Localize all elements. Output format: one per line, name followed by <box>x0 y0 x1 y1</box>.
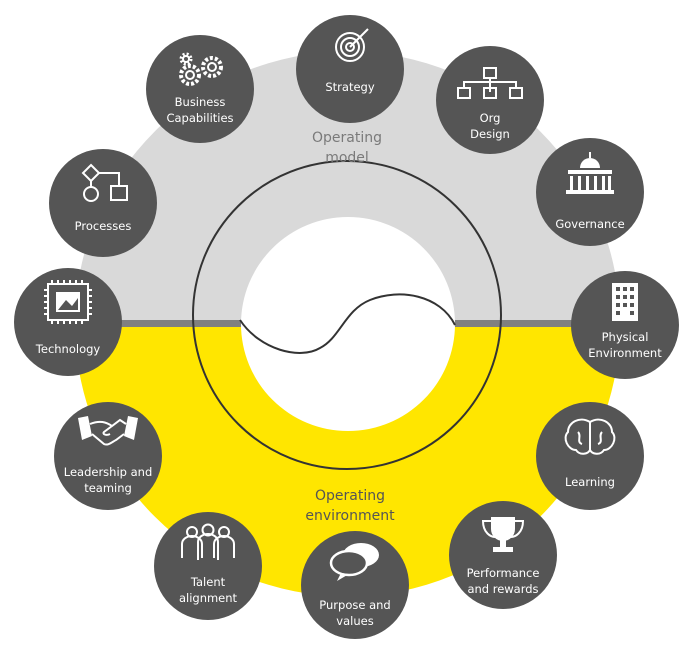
target-icon <box>335 28 369 62</box>
node-label: Physical <box>602 330 649 344</box>
node-label: alignment <box>179 591 238 605</box>
zone-top-label-2: model <box>325 150 369 166</box>
node-strategy[interactable]: Strategy <box>296 15 404 123</box>
office-building-icon <box>612 283 638 321</box>
org-chart-icon <box>457 67 523 99</box>
node-processes[interactable]: Processes <box>49 149 157 257</box>
people-icon <box>181 523 235 560</box>
node-technology[interactable]: Technology <box>14 268 122 376</box>
node-label: Technology <box>35 342 101 356</box>
node-label: Talent <box>190 575 226 589</box>
node-purpose-and-values[interactable]: Purpose and values <box>301 531 409 639</box>
node-leadership-and-teaming[interactable]: Leadership and teaming <box>54 402 162 510</box>
chip-icon <box>44 280 92 324</box>
node-business-capabilities[interactable]: Business Capabilities <box>146 35 254 143</box>
node-label: Governance <box>555 217 624 231</box>
node-learning[interactable]: Learning <box>536 402 644 510</box>
node-label: teaming <box>84 481 132 495</box>
flowchart-icon <box>81 163 128 202</box>
node-label: values <box>336 614 373 628</box>
node-label: Learning <box>565 475 615 489</box>
node-physical-environment[interactable]: Physical Environment <box>571 271 679 379</box>
node-org-design[interactable]: Org Design <box>436 46 544 154</box>
node-label: Performance <box>467 566 540 580</box>
trophy-icon <box>481 517 525 552</box>
capitol-building-icon <box>566 152 614 194</box>
node-label: and rewards <box>467 582 538 596</box>
outline-circle <box>192 160 502 470</box>
brain-icon <box>564 418 616 455</box>
handshake-icon <box>78 416 138 446</box>
wave-line <box>239 293 456 354</box>
zone-bottom-label-2: environment <box>305 508 395 524</box>
gears-icon <box>179 52 223 86</box>
node-label: Org <box>480 111 501 125</box>
divider-left <box>75 320 241 327</box>
zone-top-label-1: Operating <box>312 130 382 146</box>
zone-bottom-label-1: Operating <box>315 488 385 504</box>
speech-bubbles-icon <box>329 543 379 581</box>
node-label: Purpose and <box>319 598 390 612</box>
node-governance[interactable]: Governance <box>536 138 644 246</box>
node-performance-and-rewards[interactable]: Performance and rewards <box>449 501 557 609</box>
node-label: Strategy <box>325 80 374 94</box>
node-label: Environment <box>588 346 662 360</box>
divider-right <box>455 320 620 327</box>
node-label: Business <box>175 95 226 109</box>
node-label: Capabilities <box>166 111 233 125</box>
node-label: Processes <box>75 219 132 233</box>
node-label: Design <box>470 127 510 141</box>
node-label: Leadership and <box>64 465 153 479</box>
node-talent-alignment[interactable]: Talent alignment <box>154 512 262 620</box>
